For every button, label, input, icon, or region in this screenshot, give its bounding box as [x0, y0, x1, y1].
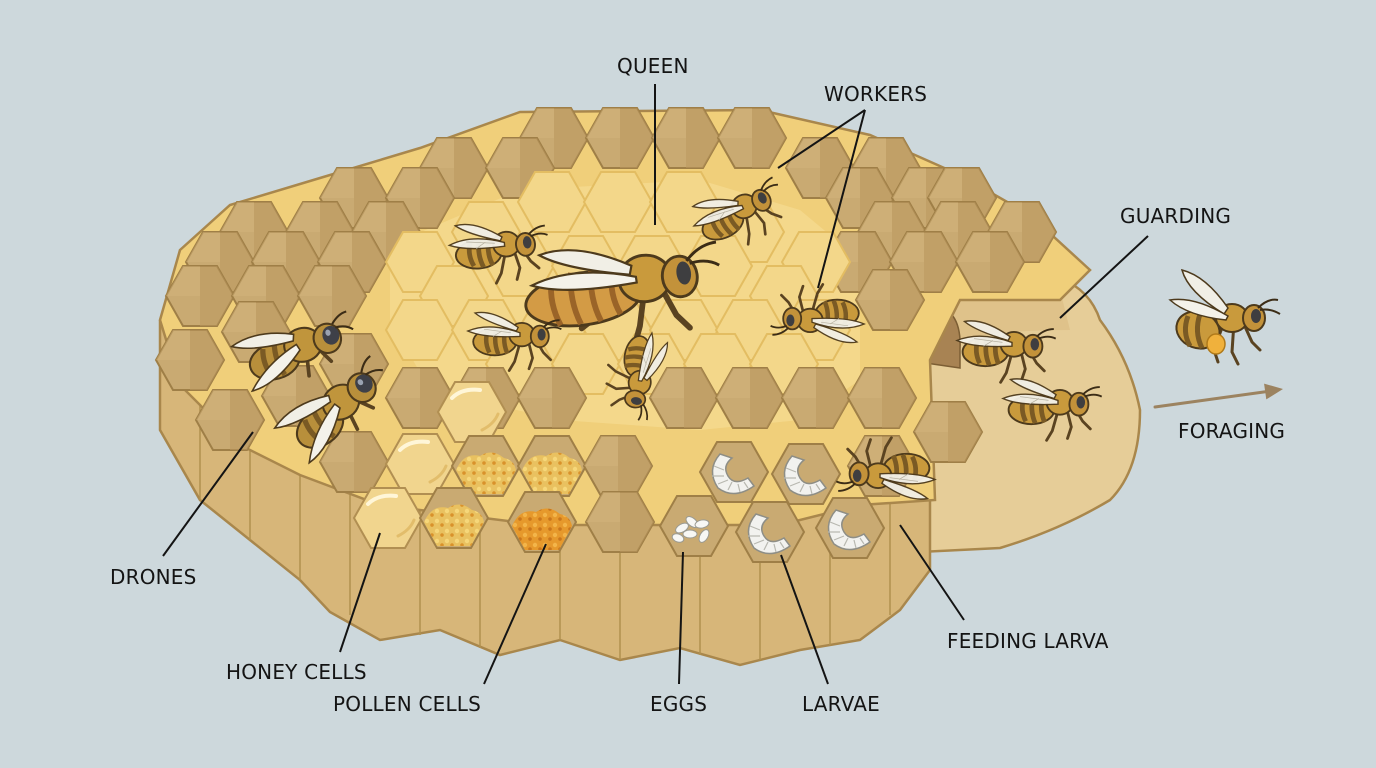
- leader-lines: [162, 84, 1149, 685]
- bee-forager-icon: [1170, 270, 1280, 364]
- leader-line-larvae: [780, 554, 829, 685]
- label-feeding-larva: FEEDING LARVA: [947, 629, 1109, 653]
- label-larvae: LARVAE: [802, 692, 881, 716]
- leader-line-guarding: [1059, 235, 1149, 319]
- leader-line-workers-a: [777, 109, 866, 169]
- label-queen: QUEEN: [617, 54, 689, 78]
- leader-line-workers-b: [817, 109, 866, 289]
- label-workers: WORKERS: [824, 82, 928, 106]
- leader-line-pollen-cells: [483, 543, 547, 685]
- label-drones: DRONES: [110, 565, 197, 589]
- leader-line-feeding-larva: [899, 524, 965, 621]
- leader-line-eggs: [678, 551, 684, 685]
- label-guarding: GUARDING: [1120, 204, 1232, 228]
- label-eggs: EGGS: [650, 692, 708, 716]
- leader-line-honey-cells: [339, 532, 381, 653]
- leader-line-drones: [162, 431, 254, 557]
- foraging-arrow-icon: [1153, 383, 1283, 409]
- label-foraging: FORAGING: [1178, 419, 1286, 443]
- label-honey-cells: HONEY CELLS: [226, 660, 367, 684]
- label-pollen-cells: POLLEN CELLS: [333, 692, 482, 716]
